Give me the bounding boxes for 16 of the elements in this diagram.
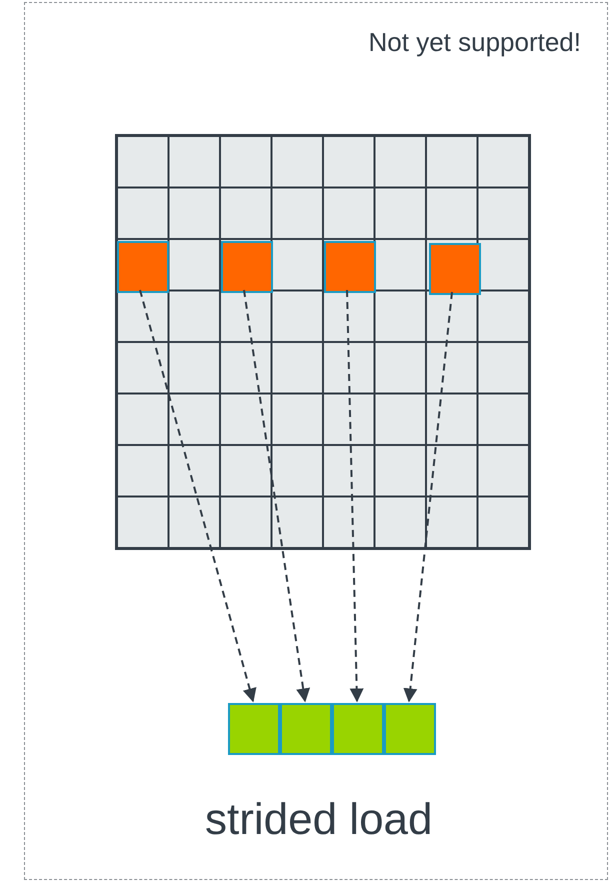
arrow: [243, 290, 310, 702]
vector-cell: [332, 703, 384, 755]
highlighted-cell: [117, 241, 169, 293]
vector-cell: [280, 703, 332, 755]
arrow: [346, 290, 364, 702]
highlighted-cell: [324, 241, 376, 293]
highlighted-cell: [429, 243, 481, 295]
note-text: Not yet supported!: [368, 27, 581, 58]
vector-cell: [228, 703, 280, 755]
arrow: [139, 290, 256, 702]
grid: [115, 134, 531, 550]
dashed-frame: [24, 2, 608, 880]
arrow: [403, 292, 453, 702]
caption-text: strided load: [205, 795, 432, 845]
vector-cell: [384, 703, 436, 755]
highlighted-cell: [221, 241, 273, 293]
